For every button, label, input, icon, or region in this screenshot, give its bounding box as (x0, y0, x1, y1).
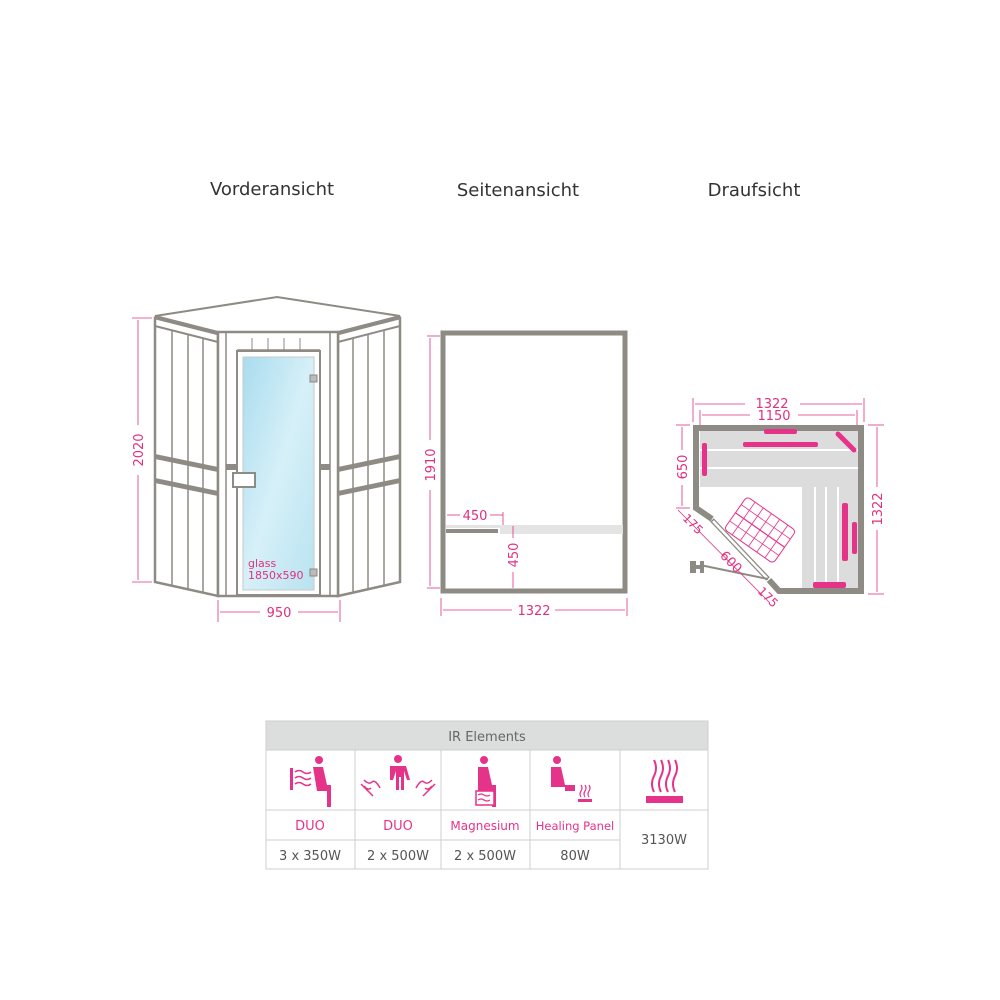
glass-size: 1850x590 (248, 569, 304, 582)
front-view: glass 1850x590 2020 950 (132, 295, 402, 622)
ir-elements-table: IR Elements (265, 720, 709, 870)
label-duo-2: DUO (383, 819, 413, 834)
side-width-dim: 1322 (517, 604, 550, 619)
front-view-title: Vorderansicht (210, 179, 334, 200)
power-duo-1: 3 x 350W (279, 849, 341, 864)
bench-depth-dim: 450 (463, 509, 488, 524)
power-magnesium: 2 x 500W (454, 849, 516, 864)
bench-height-dim: 450 (507, 543, 522, 568)
top-view-title: Draufsicht (708, 180, 801, 201)
seated-person-foot-panel-icon (551, 756, 592, 802)
power-total: 3130W (641, 833, 687, 848)
side-height-dim: 1910 (424, 448, 439, 481)
label-duo-1: DUO (295, 819, 325, 834)
front-height-dim: 2020 (132, 433, 147, 466)
label-magnesium: Magnesium (450, 819, 519, 833)
power-duo-2: 2 x 500W (367, 849, 429, 864)
hinge-icon (309, 374, 318, 383)
standing-person-side-heaters-icon (360, 755, 436, 797)
hinge-icon (309, 568, 318, 577)
top-outer-width-dim: 1322 (755, 397, 788, 412)
side-view-title: Seitenansicht (457, 180, 579, 201)
label-healing-panel: Healing Panel (536, 819, 614, 833)
heat-waves-total-icon (646, 759, 683, 803)
heater-grill (725, 497, 795, 563)
seated-person-magnesium-heater-icon (475, 756, 496, 807)
door-handle (232, 472, 256, 488)
open-door-line (699, 564, 769, 580)
front-width-dim: 950 (267, 606, 292, 621)
top-inner-width-dim: 1150 (757, 409, 790, 424)
side-view: 1910 450 450 1322 (424, 330, 628, 619)
bench-depth-dim: 650 (676, 455, 691, 480)
glass-label: glass (248, 557, 277, 570)
top-view: 1322 1150 650 1322 175 600 175 (676, 397, 886, 610)
power-healing-panel: 80W (560, 849, 590, 864)
table-header: IR Elements (448, 730, 526, 745)
top-depth-dim: 1322 (871, 492, 886, 525)
seated-person-back-heater-icon (290, 756, 331, 807)
door-handle-icon (690, 561, 704, 573)
